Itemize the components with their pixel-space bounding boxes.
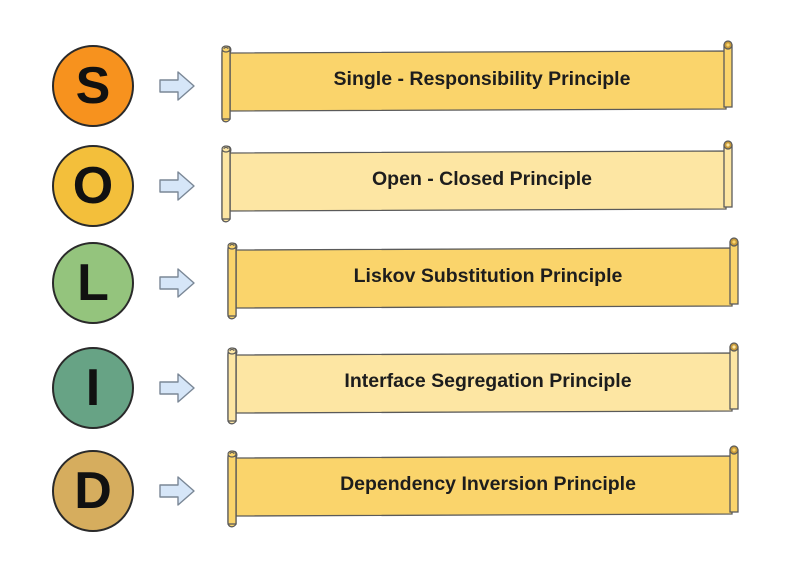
letter-text: O	[72, 157, 114, 215]
principle-label: Liskov Substitution Principle	[353, 264, 623, 287]
letter-circle: D	[52, 450, 134, 532]
principle-row-o: O Open - Closed Principle	[0, 140, 800, 243]
principle-label: Interface Segregation Principle	[344, 369, 632, 392]
principle-scroll-banner: Open - Closed Principle	[218, 140, 734, 223]
principle-label: Dependency Inversion Principle	[340, 472, 636, 495]
principle-scroll-banner: Interface Segregation Principle	[224, 342, 740, 425]
letter-circle: I	[52, 347, 134, 429]
principle-label: Single - Responsibility Principle	[333, 67, 631, 90]
principle-scroll-banner: Dependency Inversion Principle	[224, 445, 740, 528]
letter-text: S	[75, 57, 111, 115]
arrow-right-icon	[158, 69, 196, 103]
arrow-right-icon	[158, 371, 196, 405]
principle-scroll-banner: Liskov Substitution Principle	[224, 237, 740, 320]
arrow-right-icon	[158, 266, 196, 300]
arrow-right-icon	[158, 169, 196, 203]
letter-circle: L	[52, 242, 134, 324]
principle-row-l: L Liskov Substitution Principle	[0, 237, 800, 340]
principle-row-d: D Dependency Inversion Principle	[0, 445, 800, 548]
principle-row-i: I Interface Segregation Principle	[0, 342, 800, 445]
principle-scroll-banner: Single - Responsibility Principle	[218, 40, 734, 123]
letter-text: L	[77, 254, 109, 312]
letter-circle: S	[52, 45, 134, 127]
principle-label: Open - Closed Principle	[372, 167, 592, 190]
principle-row-s: S Single - Responsibility Principle	[0, 40, 800, 143]
arrow-right-icon	[158, 474, 196, 508]
letter-text: I	[85, 359, 101, 417]
letter-circle: O	[52, 145, 134, 227]
letter-text: D	[74, 462, 112, 520]
